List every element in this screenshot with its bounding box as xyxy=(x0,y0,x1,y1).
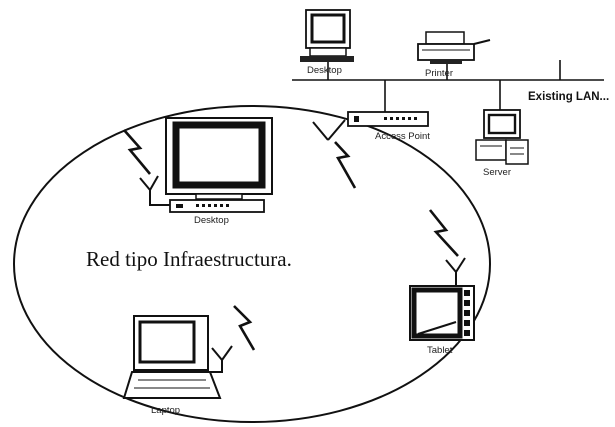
access-point-label: Access Point xyxy=(375,131,430,142)
tablet-signal-icon xyxy=(428,209,459,257)
server-icon xyxy=(475,109,529,165)
coverage-ellipse xyxy=(13,105,491,423)
laptop-label: Laptop xyxy=(151,405,180,416)
server-label: Server xyxy=(483,167,511,178)
desktop-main-antenna xyxy=(139,175,170,206)
existing-lan-label: Existing LAN... xyxy=(528,91,609,103)
access-point-signal-icon xyxy=(334,141,357,189)
tablet-icon xyxy=(409,285,475,341)
printer-icon xyxy=(417,31,491,64)
access-point-icon xyxy=(347,111,429,127)
laptop-signal-icon xyxy=(233,305,256,351)
laptop-antenna xyxy=(210,345,233,373)
desktop-top-label: Desktop xyxy=(307,65,342,76)
access-point-antenna xyxy=(312,119,346,141)
diagram-caption: Red tipo Infraestructura. xyxy=(86,247,292,271)
desktop-main-signal-icon xyxy=(123,129,151,175)
printer-label: Printer xyxy=(425,68,453,79)
laptop-icon xyxy=(122,315,222,399)
tablet-label: Tablet xyxy=(427,345,453,356)
tablet-antenna xyxy=(445,257,466,286)
desktop-top-icon xyxy=(300,9,354,62)
desktop-main-label: Desktop xyxy=(194,215,229,226)
lan-backbone xyxy=(292,60,604,112)
desktop-main-icon xyxy=(165,117,273,213)
